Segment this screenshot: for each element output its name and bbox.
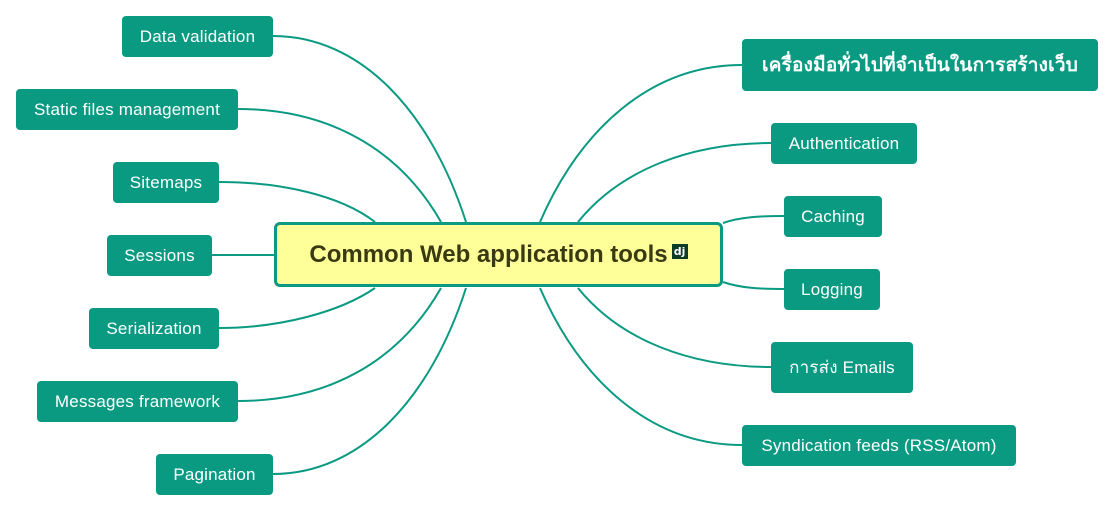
node-thai-common-tools[interactable]: เครื่องมือทั่วไปที่จำเป็นในการสร้างเว็บ bbox=[742, 39, 1098, 91]
django-icon: dj bbox=[671, 244, 688, 259]
node-label: Serialization bbox=[106, 318, 202, 338]
node-messages-framework[interactable]: Messages framework bbox=[37, 381, 238, 422]
connector-pagination bbox=[272, 287, 467, 475]
node-label: เครื่องมือทั่วไปที่จำเป็นในการสร้างเว็บ bbox=[762, 55, 1078, 76]
node-label: Messages framework bbox=[54, 391, 221, 411]
connector-serialization bbox=[218, 287, 376, 329]
node-label: การส่ง Emails bbox=[789, 358, 895, 377]
connector-authentication bbox=[577, 142, 772, 223]
node-label: Sessions bbox=[124, 245, 195, 265]
node-caching[interactable]: Caching bbox=[784, 196, 882, 237]
node-label: Logging bbox=[801, 279, 863, 299]
node-label: Syndication feeds (RSS/Atom) bbox=[761, 435, 997, 455]
node-sessions[interactable]: Sessions bbox=[107, 235, 212, 276]
connector-logging bbox=[722, 281, 785, 290]
node-pagination[interactable]: Pagination bbox=[156, 454, 273, 495]
connector-sitemaps bbox=[218, 181, 376, 223]
node-syndication-feeds[interactable]: Syndication feeds (RSS/Atom) bbox=[742, 425, 1016, 466]
connector-syndication bbox=[539, 287, 743, 446]
connector-static-files bbox=[237, 108, 442, 223]
node-label: Authentication bbox=[788, 133, 900, 153]
node-label: Data validation bbox=[139, 26, 256, 46]
node-label: Static files management bbox=[33, 99, 221, 119]
connector-caching bbox=[722, 215, 785, 224]
node-label: Sitemaps bbox=[129, 172, 203, 192]
connector-data-validation bbox=[272, 35, 467, 223]
node-data-validation[interactable]: Data validation bbox=[122, 16, 273, 57]
node-label: Pagination bbox=[173, 464, 256, 484]
central-topic[interactable]: Common Web application tools dj bbox=[274, 222, 723, 287]
central-topic-label: Common Web application tools bbox=[309, 240, 668, 268]
node-label: Caching bbox=[801, 206, 865, 226]
node-authentication[interactable]: Authentication bbox=[771, 123, 917, 164]
node-emails[interactable]: การส่ง Emails bbox=[771, 342, 913, 393]
connector-messages bbox=[237, 287, 442, 402]
node-sitemaps[interactable]: Sitemaps bbox=[113, 162, 219, 203]
node-static-files-management[interactable]: Static files management bbox=[16, 89, 238, 130]
connector-emails bbox=[577, 287, 772, 368]
node-logging[interactable]: Logging bbox=[784, 269, 880, 310]
node-serialization[interactable]: Serialization bbox=[89, 308, 219, 349]
connector-thai-title bbox=[539, 64, 743, 223]
